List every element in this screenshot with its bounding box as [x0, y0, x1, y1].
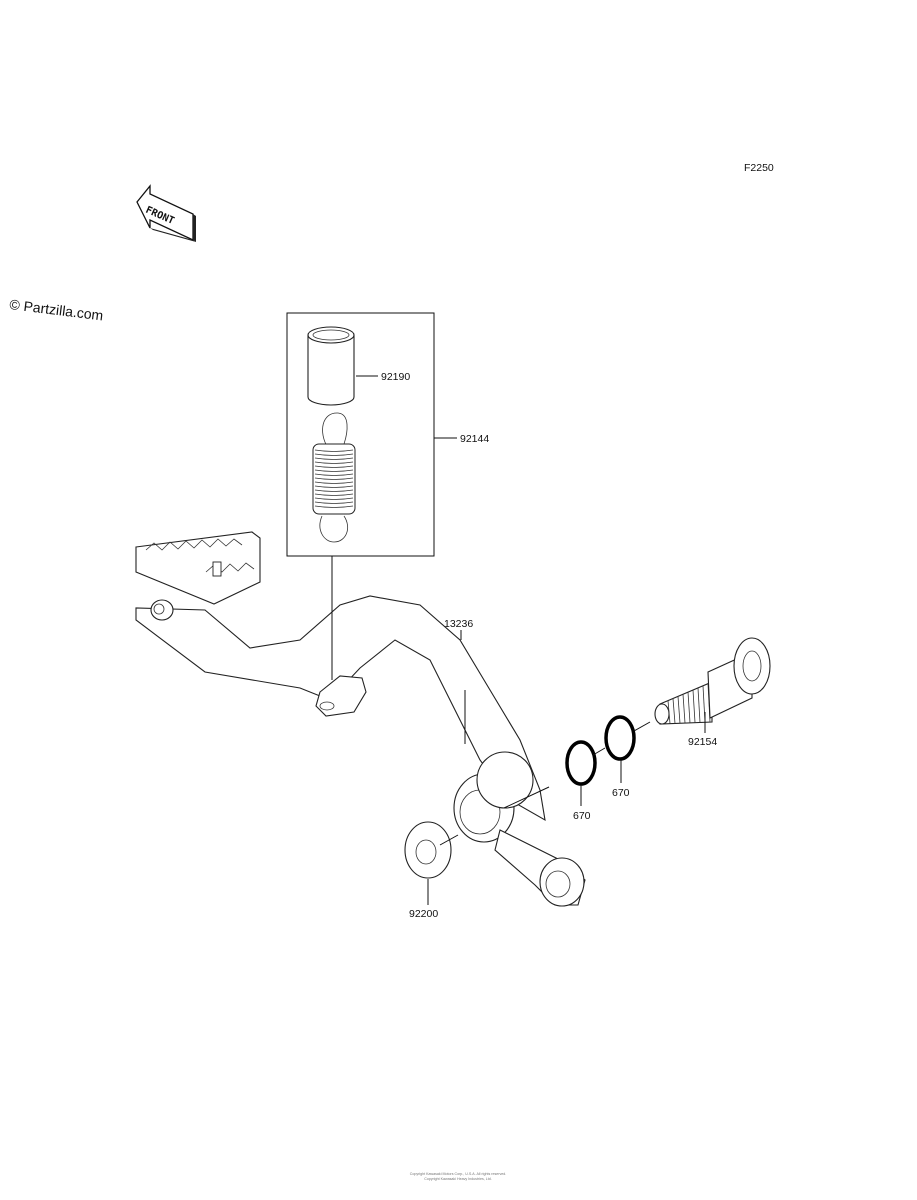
figure-code: F2250: [744, 162, 774, 174]
axis-line: [592, 747, 606, 756]
part-label-pedal[interactable]: 13236: [444, 618, 473, 630]
part-label-spring-assy[interactable]: 92144: [460, 433, 489, 445]
pivot-shaft-part: [654, 637, 771, 725]
part-label-shaft[interactable]: 92154: [688, 736, 717, 748]
o-ring-part: [604, 715, 636, 761]
part-label-o-ring[interactable]: 670: [612, 787, 630, 799]
copyright-line: Copyright Kawasaki Motors Corp., U.S.A. …: [410, 1172, 506, 1176]
copyright-line: Copyright Kawasaki Heavy Industries, Ltd…: [424, 1177, 492, 1181]
axis-line: [439, 834, 459, 846]
spring-assembly-box: [286, 312, 435, 557]
o-ring-part: [565, 740, 597, 786]
part-label-sleeve[interactable]: 92190: [381, 371, 410, 383]
spring-part: [312, 412, 356, 543]
brake-pedal-part: [135, 531, 586, 907]
part-label-washer[interactable]: 92200: [409, 908, 438, 920]
sleeve-part: [307, 326, 355, 406]
axis-line: [503, 786, 550, 809]
axis-line: [633, 721, 651, 732]
part-label-o-ring[interactable]: 670: [573, 810, 591, 822]
washer-part: [404, 821, 452, 879]
front-arrow-icon: FRONT: [136, 184, 196, 242]
watermark-text: © Partzilla.com: [9, 296, 105, 323]
